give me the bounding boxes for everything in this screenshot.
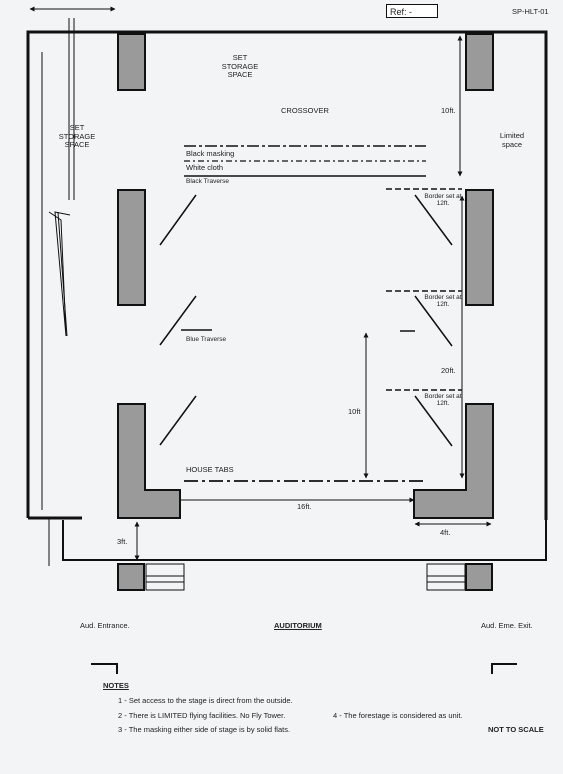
note-4: 4 - The forestage is considered as unit. [333,711,463,720]
pillar-top-right [465,33,494,91]
drawing-code: SP-HLT-01 [512,7,549,16]
ref-field[interactable]: Ref: - [386,4,438,18]
label-house-tabs: HOUSE TABS [186,465,234,474]
outer-wall [26,30,548,520]
pillar-top-left [117,33,146,91]
label-blue-traverse: Blue Traverse [186,336,227,343]
note-1: 1 - Set access to the stage is direct fr… [118,696,293,705]
label-aud-eme-exit: Aud. Eme. Exit. [481,621,533,630]
dim-10ft-top: 10ft. [441,106,456,115]
label-black-traverse: Black Traverse [186,178,229,185]
post-front-right [465,563,493,591]
pillar-left-lower [117,403,181,519]
dim-10ft-mid: 10ft [348,407,361,416]
post-front-left [117,563,145,591]
label-limited-space: Limited space [499,131,525,149]
pillar-left-upper [117,189,146,306]
dim-3ft: 3ft. [117,537,128,546]
note-2: 2 - There is LIMITED flying facilities. … [118,711,286,720]
left-ladder [48,211,71,337]
label-set-storage-left: SET STORAGE SPACE [58,123,96,150]
forestage-line [62,520,547,561]
label-border-set-3: Border set at 12ft. [424,393,462,408]
notes-title: NOTES [103,681,129,690]
label-aud-entrance: Aud. Entrance. [80,621,130,630]
label-crossover: CROSSOVER [281,106,329,115]
pillar-right-lower [413,403,494,519]
pillar-right-upper [465,189,494,306]
label-set-storage-top: SET STORAGE SPACE [221,53,259,80]
note-3: 3 - The masking either side of stage is … [118,725,291,734]
label-border-set-2: Border set at 12ft. [424,294,462,309]
label-border-set-1: Border set at 12ft. [424,193,462,208]
dim-20ft: 20ft. [441,366,456,375]
not-to-scale: NOT TO SCALE [488,725,544,734]
label-black-masking: Black masking [186,149,235,158]
dim-16ft: 16ft. [297,502,312,511]
label-white-cloth: White cloth [186,163,224,172]
label-auditorium: AUDITORIUM [274,621,322,630]
dim-4ft: 4ft. [440,528,451,537]
